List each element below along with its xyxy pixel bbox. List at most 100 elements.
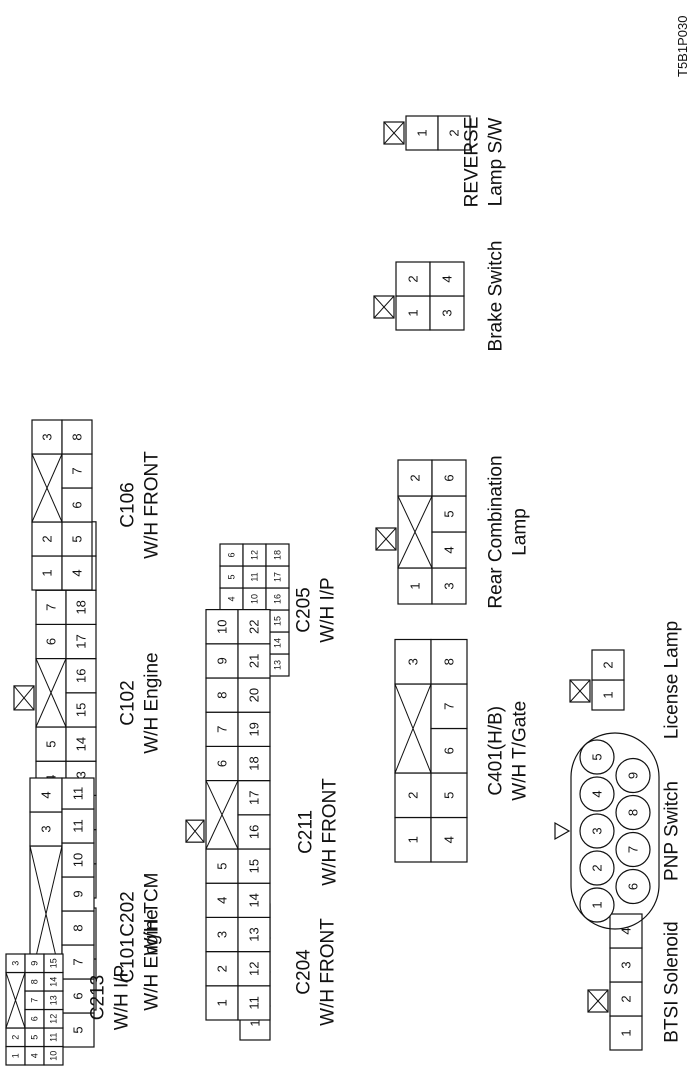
c211-pin: 21	[247, 654, 262, 668]
btsi-tab-x2	[587, 989, 609, 1013]
c213-pin: 4	[30, 1053, 40, 1058]
c213-pin: 8	[30, 979, 40, 984]
c106-pin: 2	[40, 535, 55, 542]
c211-tab-x2	[185, 819, 205, 843]
c106-label-code: C106	[118, 482, 139, 527]
c213-pin: 5	[30, 1035, 40, 1040]
rear-pin: 2	[408, 474, 423, 481]
btsi-pin: 2	[619, 995, 634, 1002]
c102-pin: 18	[74, 600, 89, 614]
brake-label: Brake Switch	[486, 241, 507, 352]
rear-label-2: Lamp	[510, 508, 531, 556]
c213-pin: 1	[11, 1053, 21, 1058]
c211-pin: 9	[215, 657, 230, 664]
btsi-cell	[609, 913, 643, 949]
pnp-pin: 5	[590, 753, 605, 760]
c102-pin: 16	[74, 668, 89, 682]
c102-pin: 7	[44, 604, 59, 611]
c213-pin: 10	[49, 1051, 59, 1061]
c211-cell	[237, 608, 271, 645]
c205-pin: 10	[250, 594, 260, 604]
c102-pin: 6	[44, 638, 59, 645]
brake-pin: 1	[406, 309, 421, 316]
c211-pin: 8	[215, 691, 230, 698]
c211-pin: 4	[215, 897, 230, 904]
pnp-pin-circle	[615, 831, 651, 868]
c211-pin: 18	[247, 756, 262, 770]
c213-cell	[43, 953, 64, 974]
rear-cell	[431, 459, 467, 497]
rear-pin: 5	[442, 510, 457, 517]
rear-blank-d2	[397, 495, 433, 569]
c213-pin: 14	[49, 977, 59, 987]
c211-pin: 3	[215, 931, 230, 938]
c211-pin: 13	[247, 927, 262, 941]
c213-label-name: W/H I/P	[112, 965, 133, 1030]
btsi-pin: 1	[619, 1029, 634, 1036]
pnp-pin: 7	[626, 846, 641, 853]
c205-pin: 5	[227, 574, 237, 579]
c213-pin: 15	[49, 958, 59, 968]
c205-pin: 11	[250, 572, 260, 581]
rear-pin: 1	[408, 582, 423, 589]
c202-pin: 7	[71, 958, 86, 965]
pnp-pin-circle	[615, 868, 651, 905]
c401-pin: 7	[442, 703, 457, 710]
c202-label-code: C202	[118, 891, 139, 936]
c204-pin: 1	[248, 1019, 263, 1026]
c102-label-name: W/H Engine	[142, 652, 163, 753]
c202-pin: 11	[71, 819, 86, 833]
rear-pin: 6	[442, 474, 457, 481]
c211-pin: 22	[247, 619, 262, 633]
c204-label-code: C204	[294, 949, 315, 995]
c202-cell	[61, 777, 95, 810]
reverse-pin: 1	[415, 129, 430, 136]
reverse-cell	[437, 115, 471, 151]
c211-pin: 11	[247, 996, 262, 1010]
c202-pin: 9	[71, 890, 86, 897]
diagram-code: T5B1P030	[675, 16, 690, 77]
pnp-pin-circle	[579, 776, 615, 812]
c211-pin: 14	[247, 893, 262, 907]
c211-pin: 16	[247, 825, 262, 839]
c202-pin: 5	[71, 1026, 86, 1033]
pnp-pin-circle	[615, 794, 651, 831]
btsi-pin: 3	[619, 961, 634, 968]
rear-pin: 4	[442, 546, 457, 553]
c202-pin: 10	[71, 853, 86, 867]
brake-cell	[429, 261, 465, 297]
license-cell	[591, 649, 625, 681]
reverse-label-1: REVERSE	[462, 117, 483, 208]
pnp-pin-circle	[615, 757, 651, 794]
c204-label-name: W/H FRONT	[318, 918, 339, 1026]
c102-pin: 5	[44, 740, 59, 747]
reverse-label-2: Lamp S/W	[486, 118, 507, 207]
c102-label-code: C102	[118, 680, 139, 725]
c205-pin: 14	[273, 638, 283, 648]
c102-pin: 17	[74, 634, 89, 648]
c211-label-code: C211	[296, 810, 317, 854]
pnp-pin: 2	[590, 864, 605, 871]
c205-label-name: W/H I/P	[318, 577, 339, 642]
c106-pin: 3	[40, 433, 55, 440]
c205-pin: 18	[273, 550, 283, 560]
c106-pin: 8	[70, 433, 85, 440]
pnp-label: PNP Switch	[662, 781, 683, 881]
c106-pin: 7	[70, 467, 85, 474]
rear-pin: 3	[442, 582, 457, 589]
pnp-pin: 6	[626, 883, 641, 890]
c213-pin: 9	[30, 961, 40, 966]
c205-pin: 16	[273, 594, 283, 604]
c102-tab-x2	[13, 685, 35, 711]
c106-pin: 6	[70, 501, 85, 508]
c205-pin: 4	[227, 596, 237, 601]
c202-pin: 4	[39, 791, 54, 798]
pnp-pin: 3	[590, 827, 605, 834]
c205-cell	[265, 543, 290, 567]
c205-label-code: C205	[294, 587, 315, 632]
pnp-pin-circle	[579, 850, 615, 886]
brake-pin: 2	[406, 275, 421, 282]
c202-pin: 3	[39, 825, 54, 832]
